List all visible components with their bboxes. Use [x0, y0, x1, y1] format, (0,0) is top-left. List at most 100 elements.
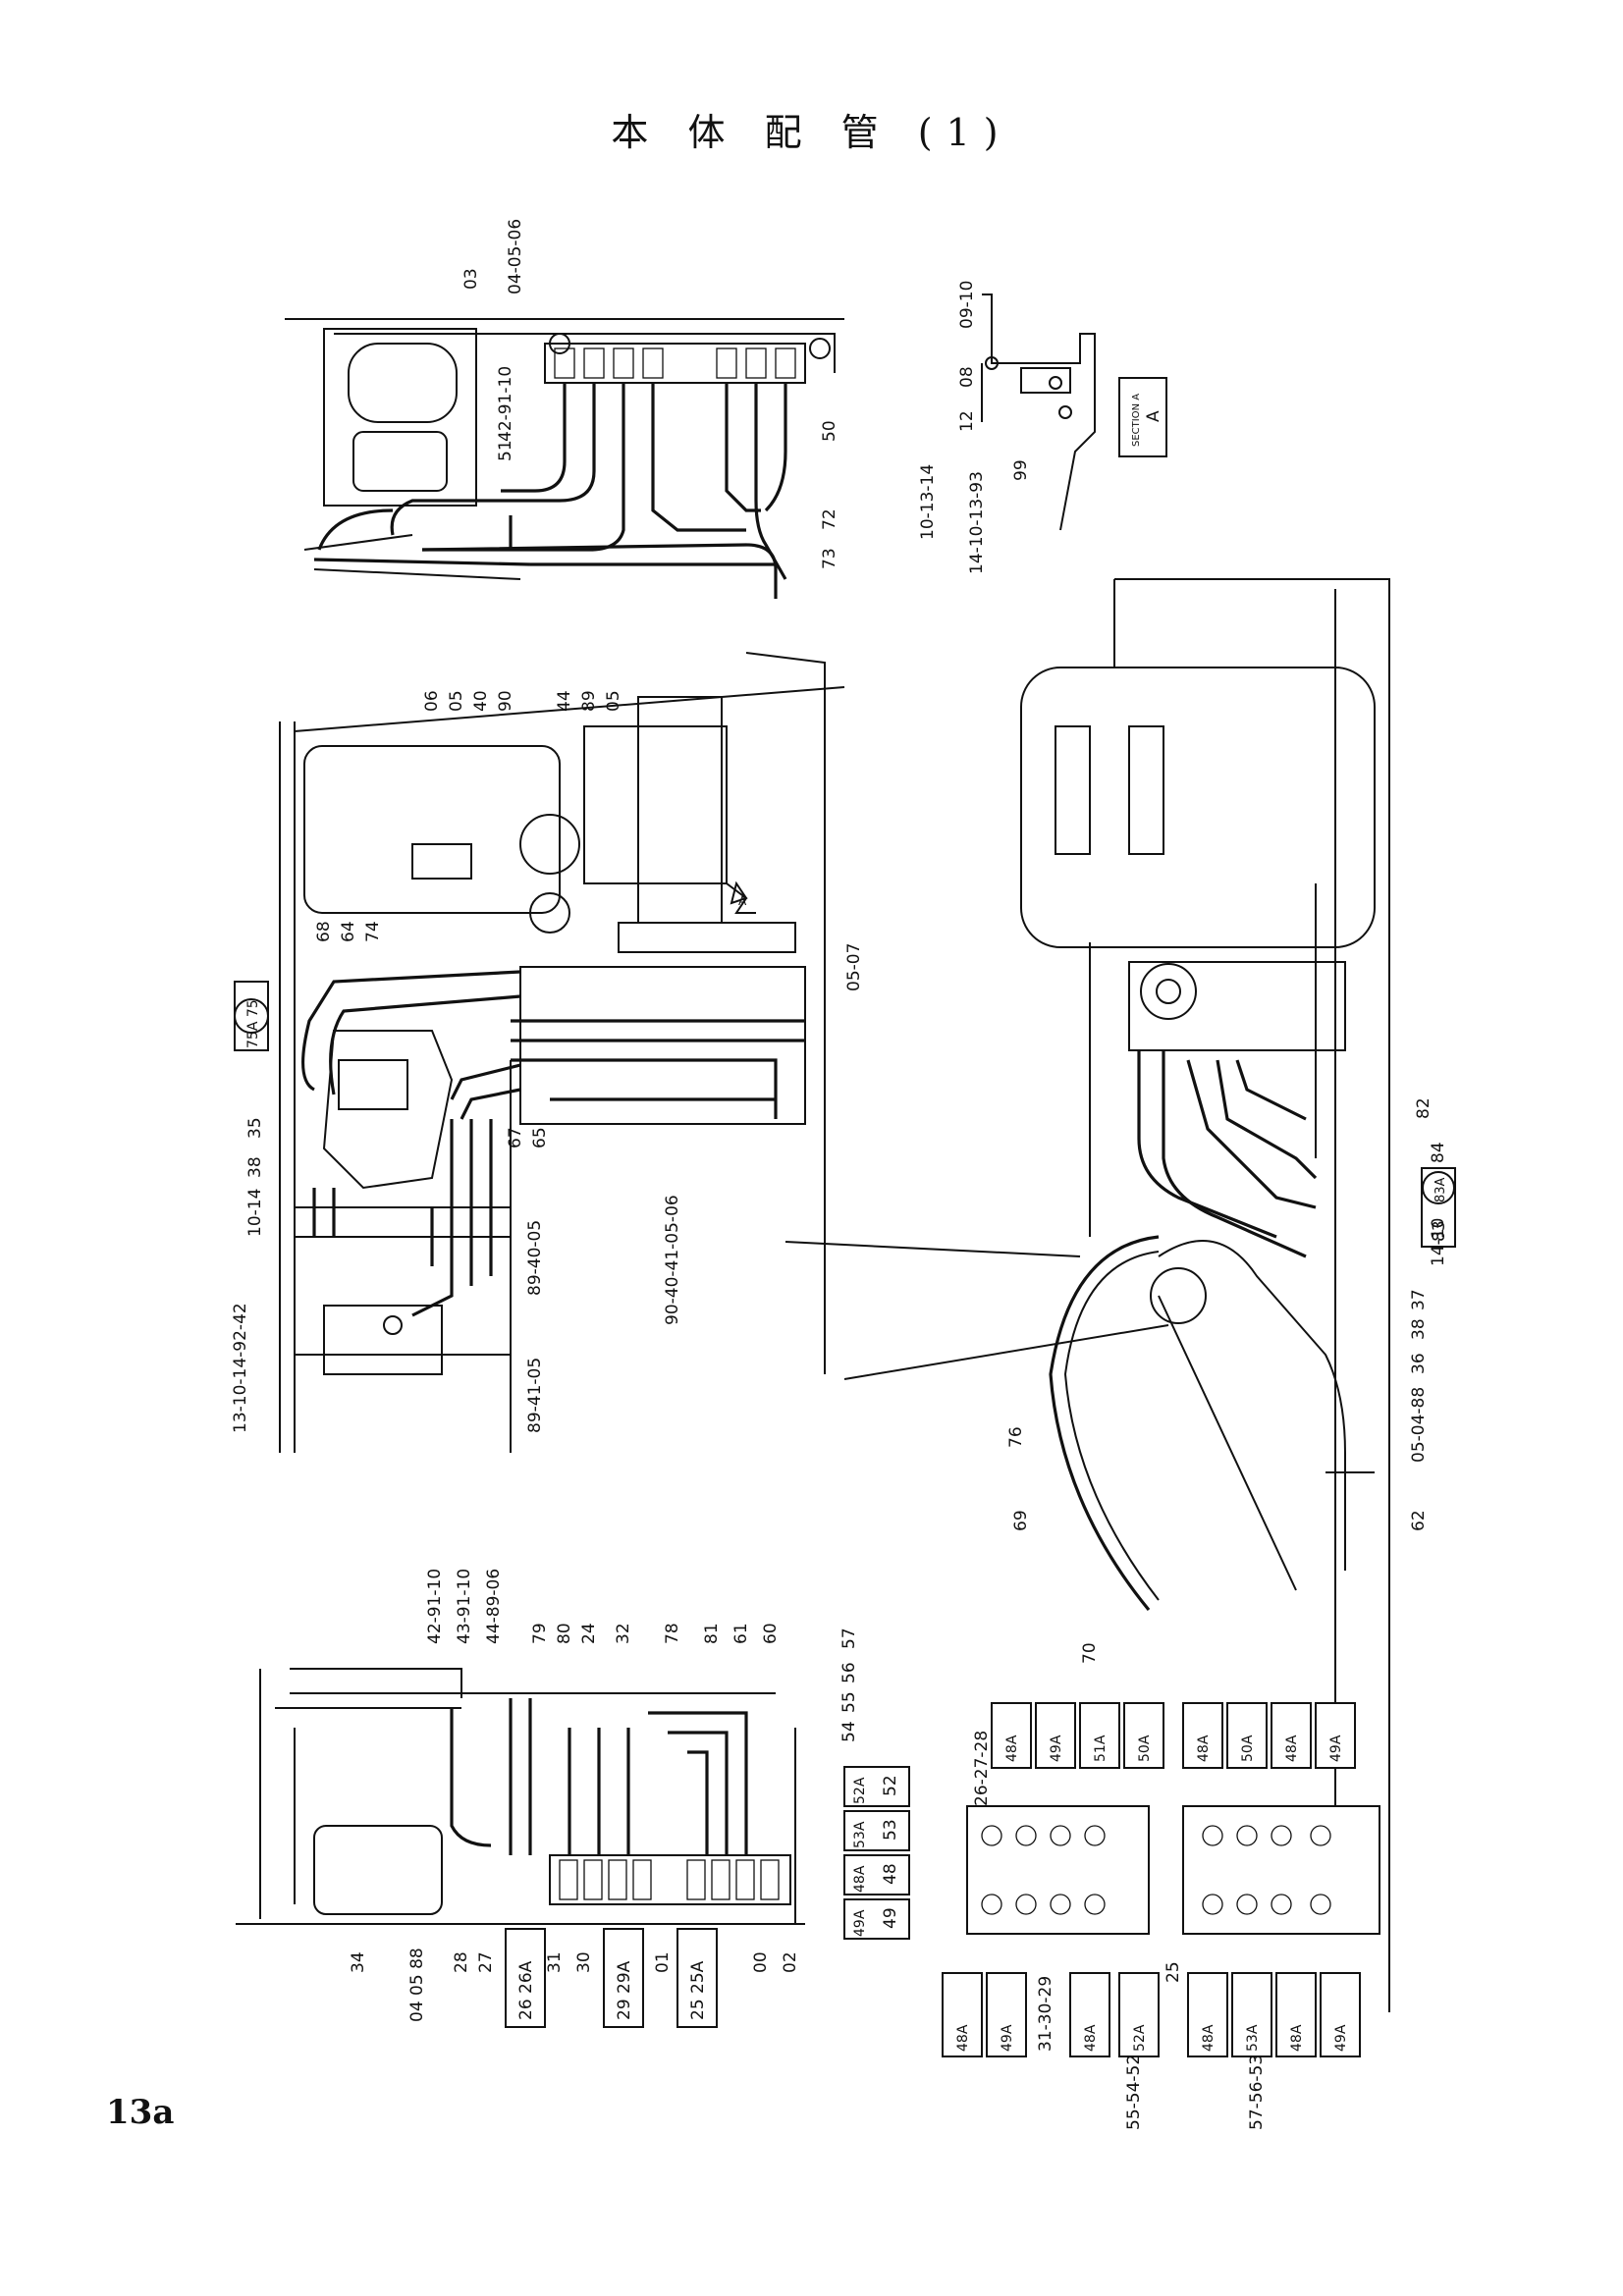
box-53a: 53A [852, 1821, 868, 1848]
panel-right [1182, 1805, 1380, 1935]
label-57-56-53: 57-56-53 [1247, 2055, 1267, 2130]
label-38: 38 [1409, 1318, 1429, 1340]
label-05: 05 [447, 690, 466, 712]
valve-block [519, 966, 806, 1125]
label-34: 34 [349, 1951, 368, 1973]
label-03: 03 [461, 268, 481, 290]
label-76: 76 [1006, 1426, 1026, 1448]
right-view: 82 84 83A 83 14-10 37 38 36 05-04-88 76 … [784, 578, 1456, 2012]
bbox-r1-a: 48A [1201, 2024, 1217, 2052]
label-40: 40 [471, 690, 491, 712]
box-48-num: 48 [881, 1863, 900, 1885]
tbox-l4-a: 50A [1137, 1735, 1153, 1762]
label-42-91-10: 42-91-10 [425, 1569, 445, 1644]
tbox-l2 [1035, 1702, 1076, 1769]
box-48a: 48A [852, 1865, 868, 1893]
bbox-r4-a: 49A [1333, 2024, 1349, 2052]
label-89-41-05: 89-41-05 [525, 1358, 545, 1433]
label-90-40-41-05-06: 90-40-41-05-06 [663, 1195, 682, 1325]
bbox-l4-a: 52A [1132, 2024, 1148, 2052]
label-44-89-06: 44-89-06 [484, 1569, 504, 1644]
box-25-text: 25 25A [688, 1960, 708, 2020]
box-29-text: 29 29A [615, 1960, 634, 2020]
label-80: 80 [555, 1623, 574, 1644]
tbox-l2-a: 49A [1049, 1735, 1064, 1762]
top-left-view: 03 04-05-06 42-91-10 51 50 72 73 [285, 219, 844, 599]
panel-left [966, 1805, 1150, 1935]
callout-75a-75: 75A 75 [245, 999, 261, 1048]
label-74: 74 [363, 921, 383, 942]
label-30: 30 [574, 1951, 594, 1973]
label-60: 60 [761, 1623, 781, 1644]
tbox-l1 [991, 1702, 1032, 1769]
label-65: 65 [530, 1127, 550, 1148]
tbox-l4 [1123, 1702, 1164, 1769]
label-28: 28 [452, 1951, 471, 1973]
section-a-view: SECTION A A 09-10 08 12 10-13-14 14-10-1… [918, 281, 1167, 574]
tbox-r4 [1315, 1702, 1356, 1769]
tbox-l3 [1079, 1702, 1120, 1769]
bottom-left-view: 42-91-10 43-91-10 44-89-06 79 80 24 32 7… [236, 1569, 910, 2028]
label-09-10: 09-10 [957, 281, 977, 329]
label-68: 68 [314, 921, 334, 942]
label-00: 00 [751, 1951, 771, 1973]
box-52-num: 52 [881, 1775, 900, 1796]
tbox-r1 [1182, 1702, 1223, 1769]
label-31: 31 [545, 1951, 565, 1973]
label-62: 62 [1409, 1510, 1429, 1531]
label-27: 27 [476, 1951, 496, 1973]
label-26-27-28: 26-27-28 [972, 1731, 992, 1806]
label-42-91-10: 42-91-10 [496, 366, 515, 442]
tbox-r3 [1271, 1702, 1312, 1769]
label-61: 61 [731, 1623, 751, 1644]
page-number: 13a [106, 2093, 175, 2132]
label-67: 67 [506, 1127, 525, 1148]
label-72: 72 [820, 508, 839, 530]
bottom-right-panel: 26-27-28 31-30-29 55-54-52 25 57-56-53 4… [942, 1702, 1380, 2130]
callout-83: 83 [1430, 1220, 1449, 1242]
label-10-13-14: 10-13-14 [918, 464, 938, 540]
bbox-l4 [1118, 1972, 1160, 2057]
label-90: 90 [496, 690, 515, 712]
bbox-r2 [1231, 1972, 1272, 2057]
box-52a: 52A [852, 1777, 868, 1804]
label-05b: 05 [604, 690, 623, 712]
tbox-r2-a: 50A [1240, 1735, 1256, 1762]
box-26-text: 26 26A [516, 1960, 536, 2020]
label-57: 57 [839, 1628, 859, 1649]
label-14-10-13-93: 14-10-13-93 [967, 471, 987, 574]
label-04-05-88: 04 05 88 [407, 1948, 427, 2022]
tbox-l1-a: 48A [1004, 1735, 1020, 1762]
label-84: 84 [1429, 1142, 1448, 1163]
bbox-r1 [1187, 1972, 1228, 2057]
label-64: 64 [339, 921, 358, 942]
label-43-91-10: 43-91-10 [455, 1569, 474, 1644]
label-31-30-29: 31-30-29 [1036, 1976, 1055, 2052]
bbox-r4 [1320, 1972, 1361, 2057]
label-06: 06 [422, 690, 442, 712]
label-51: 51 [496, 440, 515, 461]
bbox-l1-a: 48A [955, 2024, 971, 2052]
label-82: 82 [1414, 1097, 1434, 1119]
label-55: 55 [839, 1691, 859, 1713]
label-79: 79 [530, 1623, 550, 1644]
label-13-10-14-92-42: 13-10-14-92-42 [231, 1303, 250, 1433]
label-05-07: 05-07 [844, 943, 864, 991]
tbox-r1-a: 48A [1196, 1735, 1212, 1762]
bbox-l2-a: 49A [1000, 2024, 1015, 2052]
bbox-l1 [942, 1972, 983, 2057]
label-81: 81 [702, 1623, 722, 1644]
label-44: 44 [555, 690, 574, 712]
label-01: 01 [653, 1951, 673, 1973]
label-69: 69 [1011, 1510, 1031, 1531]
box-29 [603, 1928, 644, 2028]
label-12: 12 [957, 410, 977, 432]
label-04-05-06: 04-05-06 [506, 219, 525, 294]
label-78: 78 [663, 1623, 682, 1644]
section-side-label: A [1144, 410, 1163, 422]
box-53-num: 53 [881, 1819, 900, 1841]
bbox-l3 [1069, 1972, 1110, 2057]
tbox-r4-a: 49A [1328, 1735, 1344, 1762]
box-52 [843, 1766, 910, 1807]
